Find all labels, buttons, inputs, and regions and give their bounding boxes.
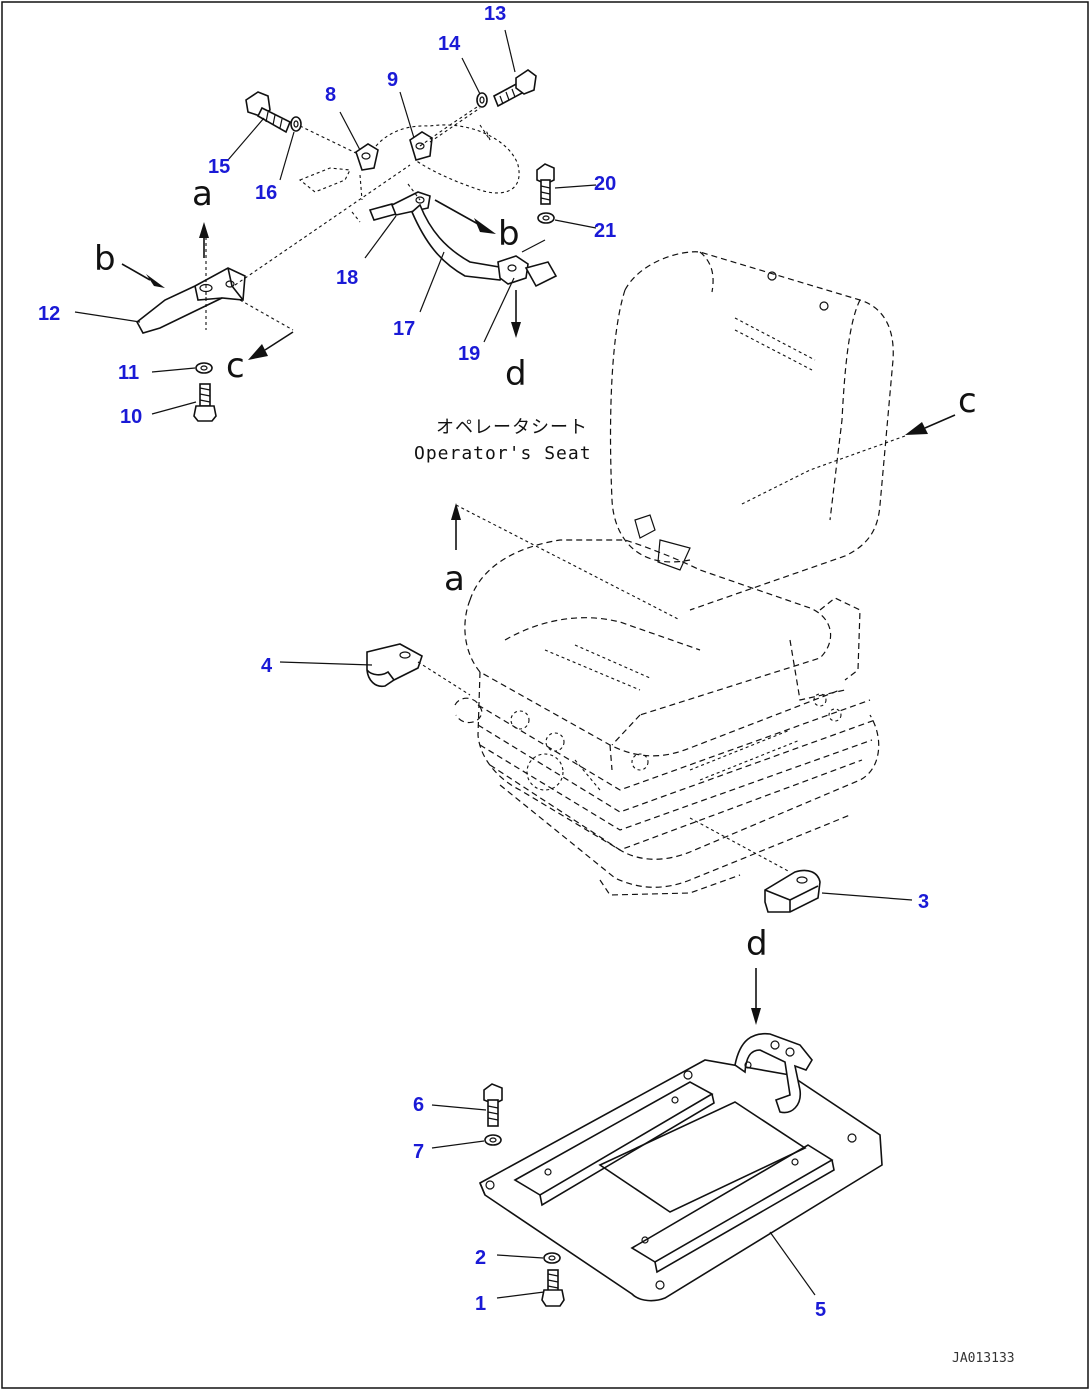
- operator-seat: [454, 251, 894, 896]
- view-arrow-a-bracket: a: [192, 174, 213, 258]
- view-letter-d-top: d: [505, 354, 527, 394]
- washer-2: [543, 1252, 561, 1264]
- view-arrow-d-top: d: [505, 290, 527, 394]
- view-letter-c-bracket: c: [226, 346, 245, 386]
- view-arrow-c-bracket: c: [226, 299, 294, 386]
- part-number-13: 13: [484, 3, 506, 25]
- view-letter-b-top: b: [498, 214, 520, 254]
- washer-11: [195, 362, 213, 374]
- bolt-15: [245, 91, 292, 134]
- part-number-3: 3: [918, 891, 929, 913]
- bolt-1: [541, 1269, 565, 1307]
- part-number-6: 6: [413, 1094, 424, 1116]
- cover-3: [764, 869, 821, 913]
- harness-17: [411, 203, 507, 281]
- part-number-21: 21: [594, 220, 616, 242]
- bolt-6: [483, 1083, 503, 1127]
- washer-14: [476, 92, 488, 108]
- part-number-17: 17: [393, 318, 415, 340]
- view-arrow-d-bottom: d: [746, 924, 768, 1025]
- part-number-11: 11: [118, 362, 139, 384]
- clamp-9: [409, 131, 433, 161]
- view-arrow-a-seat: a: [444, 503, 681, 621]
- part-number-7: 7: [413, 1141, 424, 1163]
- view-letter-c-seat: c: [958, 381, 977, 421]
- view-letter-a-bracket: a: [192, 174, 213, 214]
- view-letter-a-seat: a: [444, 559, 465, 599]
- clamp-8: [355, 143, 379, 171]
- part-number-15: 15: [208, 156, 230, 178]
- washer-7: [484, 1134, 502, 1146]
- part-number-18: 18: [336, 267, 358, 289]
- bracket-19: [497, 255, 558, 288]
- part-number-8: 8: [325, 84, 336, 106]
- part-number-1: 1: [475, 1293, 486, 1315]
- cover-4: [366, 643, 423, 688]
- view-letter-b-bracket: b: [94, 239, 116, 279]
- part-number-16: 16: [255, 182, 277, 204]
- part-number-14: 14: [438, 33, 461, 55]
- seat-label-english: Operator's Seat: [414, 443, 592, 464]
- part-number-12: 12: [38, 303, 60, 325]
- part-number-10: 10: [120, 406, 142, 428]
- bolt-20: [536, 163, 555, 205]
- part-number-5: 5: [815, 1299, 826, 1321]
- washer-16: [290, 116, 302, 132]
- bolt-10: [193, 383, 217, 422]
- view-letter-d-bottom: d: [746, 924, 768, 964]
- part-number-2: 2: [475, 1247, 486, 1269]
- part-number-9: 9: [387, 69, 398, 91]
- bolt-13: [492, 69, 537, 108]
- plate-5: [478, 1032, 883, 1302]
- part-number-20: 20: [594, 173, 616, 195]
- view-arrow-c-seat: c: [739, 381, 977, 506]
- part-number-4: 4: [261, 655, 273, 677]
- bracket-12: [135, 267, 246, 334]
- drawing-code: JA013133: [952, 1351, 1015, 1366]
- view-arrow-b-bracket: b: [94, 239, 165, 288]
- seat-label-japanese: オペレータシート: [436, 417, 588, 438]
- washer-21: [537, 212, 555, 224]
- part-number-19: 19: [458, 343, 480, 365]
- view-arrow-b-top: b: [434, 199, 546, 254]
